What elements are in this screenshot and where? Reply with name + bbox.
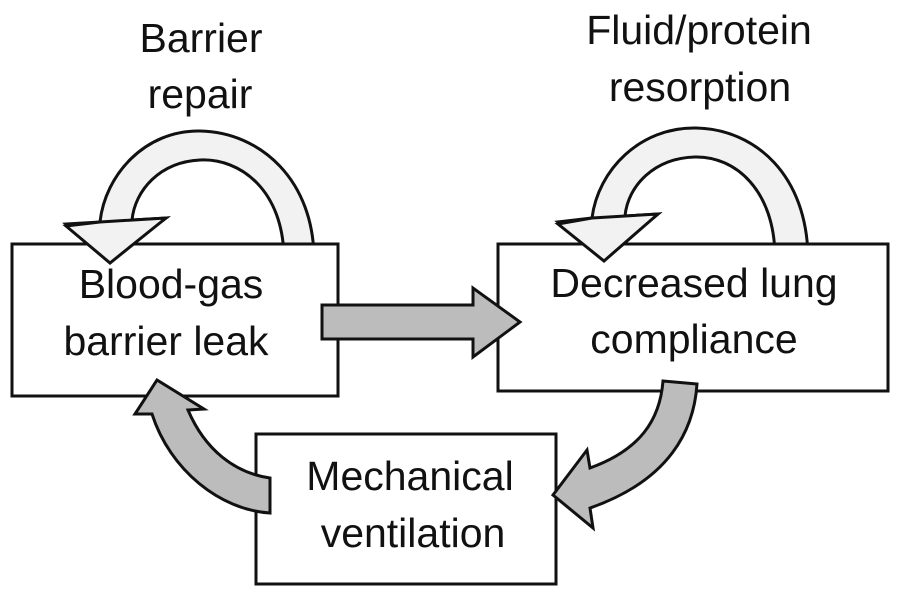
node-ventilation-label-line1: Mechanical [306, 453, 513, 499]
node-blood-gas-barrier-leak [10, 242, 340, 398]
node-ventilation-label-line2: ventilation [321, 510, 506, 556]
loop-barrier-repair-label-line1: Barrier [139, 15, 262, 61]
loop-resorption-label-line2: resorption [609, 64, 791, 110]
arrow-compliance-to-ventilation [550, 379, 699, 532]
arrow-ventilation-to-leak [132, 377, 272, 515]
node-compliance-label-line2: compliance [590, 316, 797, 362]
loop-barrier-repair-label-line2: repair [148, 71, 253, 117]
arrow-leak-to-compliance [320, 285, 523, 360]
node-blood-gas-label-line1: Blood-gas [79, 261, 264, 307]
resorption-arrowhead [554, 212, 663, 263]
node-compliance-label-line1: Decreased lung [550, 260, 837, 306]
barrier-repair-arrowhead [62, 216, 171, 265]
node-mechanical-ventilation [254, 432, 558, 586]
loop-resorption-label-line1: Fluid/protein [586, 7, 812, 53]
node-blood-gas-label-line2: barrier leak [63, 318, 269, 364]
